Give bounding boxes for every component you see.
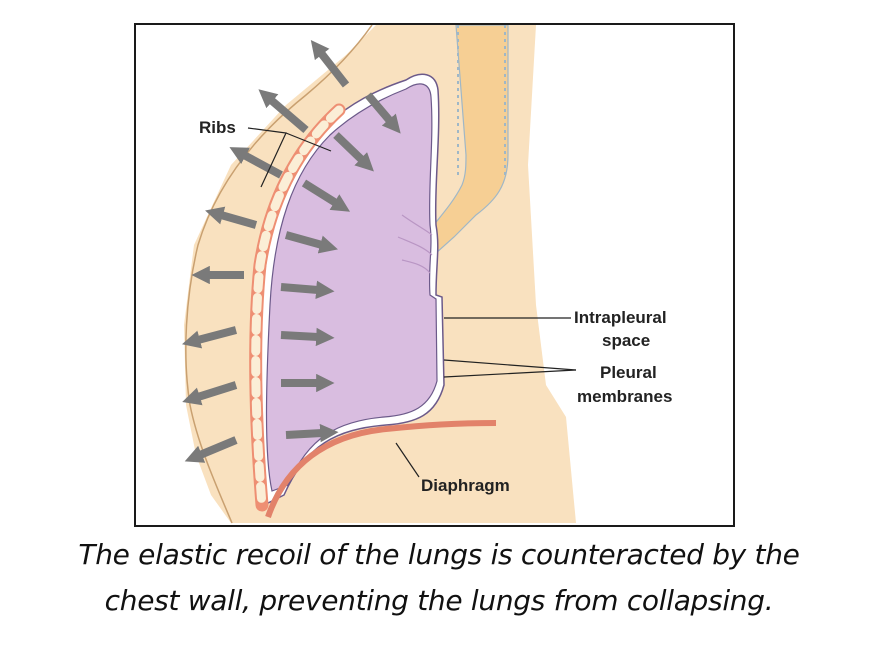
- hilum-vessels: [397, 214, 433, 274]
- intrapleural-label: Intrapleural: [574, 308, 667, 327]
- ribs: [249, 103, 346, 512]
- pleural-label: Pleural: [600, 363, 657, 382]
- intrapleural-label-2: space: [602, 331, 650, 350]
- leader-lines: [247, 127, 577, 478]
- diaphragm-label: Diaphragm: [421, 476, 510, 495]
- caption-line-2: chest wall, preventing the lungs from co…: [104, 584, 774, 617]
- caption: The elastic recoil of the lungs is count…: [0, 532, 878, 624]
- inward-arrows: [280, 92, 401, 443]
- ribs-label: Ribs: [199, 118, 236, 137]
- outward-arrows: [181, 39, 350, 463]
- skin-outline: [185, 25, 373, 524]
- caption-line-1: The elastic recoil of the lungs is count…: [78, 538, 800, 571]
- lung-diagram: Ribs Intrapleural space Pleural membrane…: [134, 23, 735, 527]
- pleural-label-2: membranes: [577, 387, 672, 406]
- diaphragm: [265, 420, 497, 518]
